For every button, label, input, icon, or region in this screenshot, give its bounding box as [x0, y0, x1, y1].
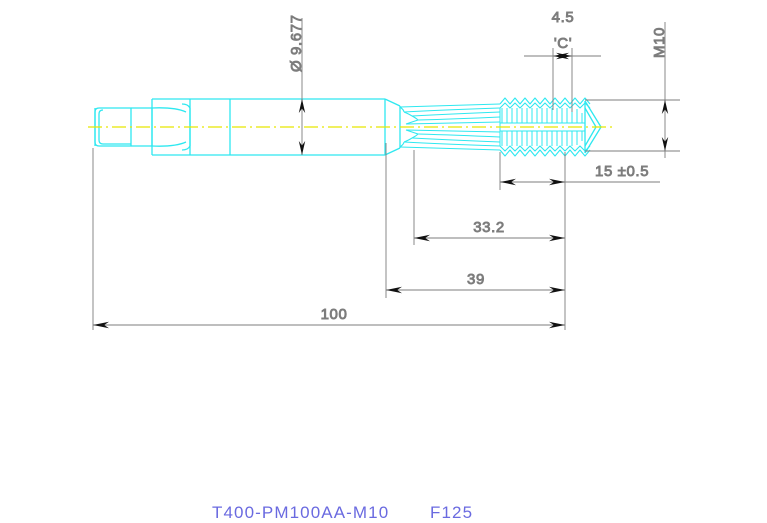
flute-section [399, 103, 501, 151]
dimension-thread-spec: M10 [585, 22, 680, 158]
title-finish-code: F125 [430, 503, 473, 522]
dimension-annotations: Ø 9.677 4.5 'C' M10 15 [92, 9, 680, 330]
dimension-length-33-2: 33.2 [413, 150, 565, 245]
thread-crests [499, 97, 591, 157]
dimension-label-33-2: 33.2 [473, 219, 505, 236]
dimension-length-total: 100 [92, 148, 565, 330]
title-part-number: T400-PM100AA-M10 [212, 503, 389, 522]
dimension-length-39: 39 [385, 143, 565, 298]
dimension-shank-diameter: Ø 9.677 [288, 14, 305, 155]
dimension-label-total: 100 [321, 306, 348, 323]
dimension-label-thread-spec: M10 [651, 27, 668, 58]
dimension-label-thread-length: 15 ±0.5 [595, 163, 649, 180]
title-block: T400-PM100AA-M10 F125 [212, 503, 473, 522]
dimension-chamfer-length: 4.5 'C' [524, 9, 601, 112]
dimension-label-39: 39 [467, 271, 485, 288]
dimension-label-diameter: Ø 9.677 [288, 14, 305, 72]
dimension-thread-length: 15 ±0.5 [499, 152, 660, 330]
dimension-label-chamfer: 4.5 [552, 9, 575, 26]
thread-roots [499, 108, 585, 146]
dimension-label-chamfer-letter: 'C' [554, 35, 572, 52]
